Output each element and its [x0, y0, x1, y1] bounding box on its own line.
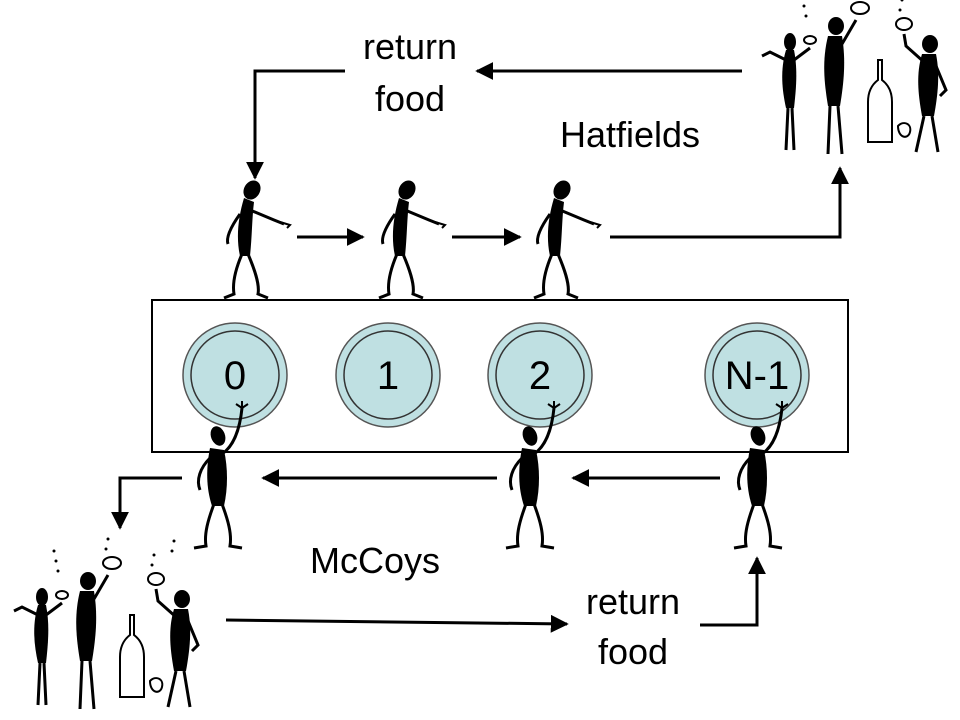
plate-label-n-1: N-1 — [725, 354, 789, 398]
arrow-return-to-consumer — [700, 556, 766, 627]
plate-label-1: 1 — [377, 354, 399, 398]
top-return-label-line1: return — [363, 26, 457, 67]
plate-0: 0 — [182, 322, 288, 428]
arrow-to-hatfields — [610, 166, 849, 239]
plate-1: 1 — [335, 322, 441, 428]
hatfields-party-clipart — [760, 0, 948, 156]
hatfield-figure-1 — [222, 175, 292, 300]
hatfield-figure-3 — [532, 175, 602, 300]
plate-label-2: 2 — [529, 354, 551, 398]
plate-label-0: 0 — [224, 354, 246, 398]
arrow-return-to-producer — [246, 69, 345, 180]
arrow-to-mccoys — [111, 476, 182, 530]
mccoys-label: McCoys — [310, 540, 440, 581]
hatfield-figure-2 — [377, 175, 447, 300]
bottom-return-label-line2: food — [598, 631, 668, 672]
hatfields-label: Hatfields — [560, 114, 700, 155]
bottom-return-label-line1: return — [586, 581, 680, 622]
plate-2: 2 — [487, 322, 593, 428]
mccoys-party-clipart — [12, 536, 200, 711]
top-return-label-line2: food — [375, 78, 445, 119]
plate-n-1: N-1 — [704, 322, 810, 428]
arrow-mccoys-return — [225, 614, 569, 633]
